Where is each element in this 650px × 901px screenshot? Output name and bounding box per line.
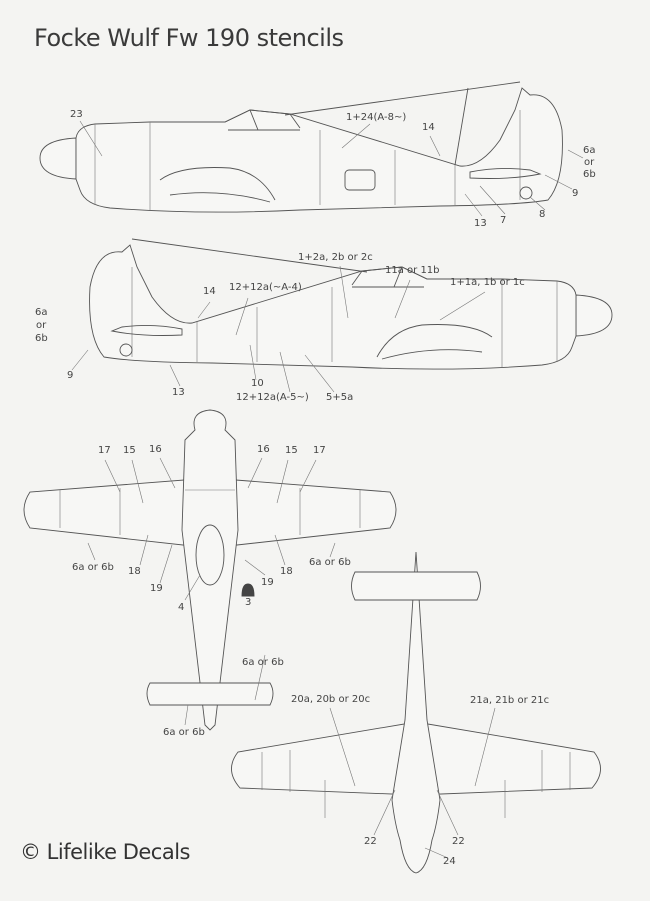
callout-3: 3 <box>245 597 252 608</box>
callout-18: 18 <box>128 566 141 577</box>
callout-14: 14 <box>422 122 435 133</box>
canopy <box>224 109 301 131</box>
callout-14: 14 <box>203 286 216 297</box>
callout-16: 16 <box>149 444 162 455</box>
tailplane-top <box>146 682 274 706</box>
callout-5: 5+5a <box>326 392 354 403</box>
callout-10: 10 <box>251 378 264 389</box>
callout-6a-6b: 6a or 6b <box>72 562 114 573</box>
spinner <box>39 137 77 180</box>
top-view <box>23 409 397 731</box>
tailplane-bottom <box>351 571 481 601</box>
callout-6a-6b: 6a or 6b <box>163 727 205 738</box>
fuselage-top <box>181 409 239 731</box>
leader-lines-side2 <box>71 265 486 393</box>
callout-16: 16 <box>257 444 270 455</box>
callout-6a-6b: 6a or 6b <box>309 557 351 568</box>
antenna-mast <box>454 87 469 166</box>
wing-root <box>159 167 276 203</box>
callout-15: 15 <box>285 445 298 456</box>
callout-or: or <box>584 157 595 168</box>
callout-12-a5: 12+12a(A-5~) <box>236 392 309 403</box>
callout-9: 9 <box>572 188 579 199</box>
callout-or: or <box>36 320 47 331</box>
callout-17: 17 <box>313 445 326 456</box>
callout-24: 24 <box>443 856 456 867</box>
leader-lines-top <box>87 457 336 726</box>
seat-icon-3 <box>241 583 255 597</box>
callout-1-1: 1+1a, 1b or 1c <box>450 277 525 288</box>
page-title: Focke Wulf Fw 190 stencils <box>34 24 344 52</box>
leader-lines <box>79 120 584 217</box>
callout-7: 7 <box>500 215 507 226</box>
callout-12-a4: 12+12a(~A-4) <box>229 282 302 293</box>
callout-17: 17 <box>98 445 111 456</box>
callout-19: 19 <box>150 583 163 594</box>
callout-6b: 6b <box>583 169 596 180</box>
callout-22: 22 <box>364 836 377 847</box>
side-view-left <box>39 81 584 217</box>
tail-wheel <box>519 186 533 200</box>
panel-lines <box>94 110 521 210</box>
fuselage-outline <box>75 87 563 213</box>
bottom-view <box>231 551 601 874</box>
callout-9: 9 <box>67 370 74 381</box>
callout-13: 13 <box>172 387 185 398</box>
canopy-top <box>195 524 225 586</box>
callout-6a: 6a <box>35 307 48 318</box>
callout-1-24: 1+24(A-8~) <box>346 112 407 123</box>
callout-6a-6b: 6a or 6b <box>242 657 284 668</box>
callout-13: 13 <box>474 218 487 229</box>
brand-logo-text: © Lifelike Decals <box>20 840 190 864</box>
callout-18: 18 <box>280 566 293 577</box>
callout-22: 22 <box>452 836 465 847</box>
callout-21: 21a, 21b or 21c <box>470 695 550 706</box>
callout-15: 15 <box>123 445 136 456</box>
callout-6b: 6b <box>35 333 48 344</box>
callout-1-2: 1+2a, 2b or 2c <box>298 252 373 263</box>
callout-8: 8 <box>539 209 546 220</box>
antenna-wire <box>284 81 521 116</box>
callout-19: 19 <box>261 577 274 588</box>
callout-23: 23 <box>70 109 83 120</box>
fuselage-bottom <box>391 551 441 874</box>
hatch <box>344 169 376 191</box>
callout-20: 20a, 20b or 20c <box>291 694 371 705</box>
callout-11: 11a or 11b <box>385 265 440 276</box>
leader-lines-bottom <box>329 707 496 859</box>
callout-4: 4 <box>178 602 185 613</box>
side-view-right <box>89 238 613 370</box>
tailplane <box>469 167 542 179</box>
callout-6a: 6a <box>583 145 596 156</box>
